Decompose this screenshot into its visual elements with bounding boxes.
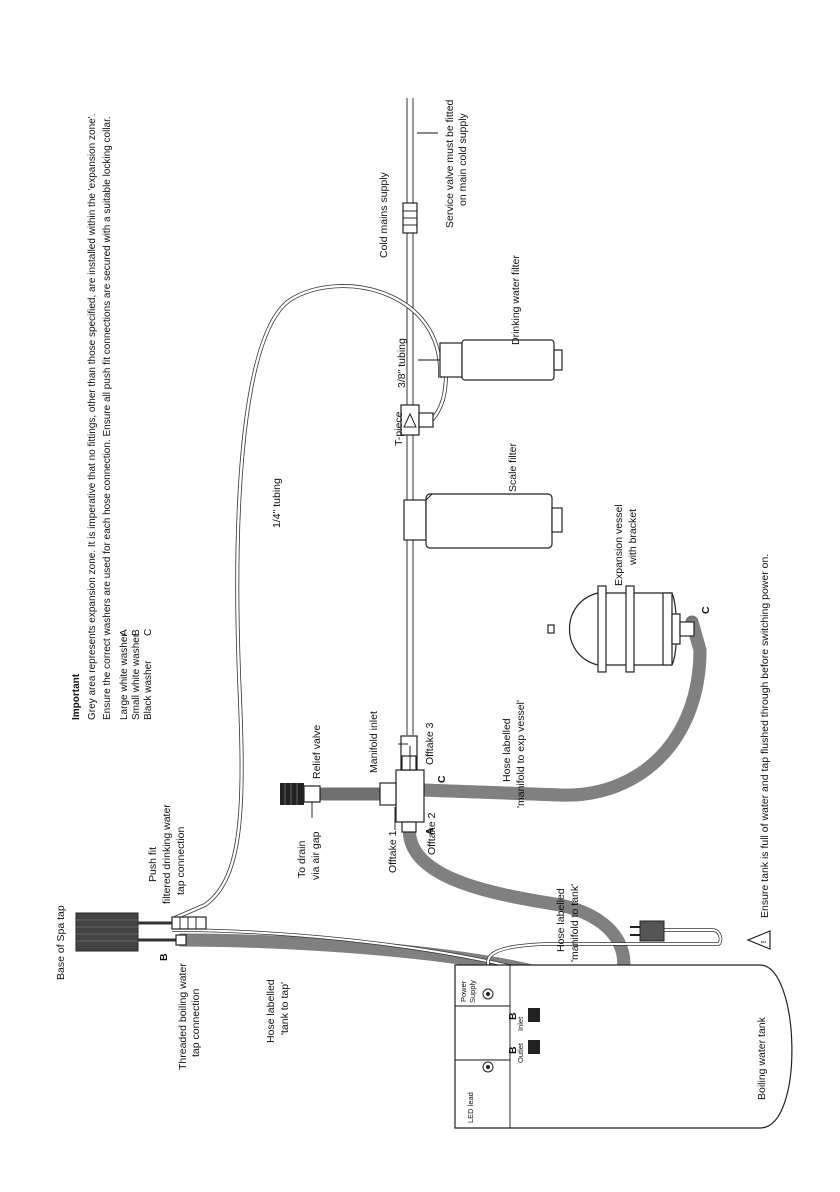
expansion-vessel-label-2: with bracket bbox=[627, 509, 639, 566]
warning-icon bbox=[746, 930, 771, 950]
three-eighths-tubing bbox=[430, 371, 448, 422]
threaded-connection-label-2: tap connection bbox=[190, 989, 202, 1057]
scale-filter-label: Scale filter bbox=[507, 442, 519, 492]
washer-large-code: A bbox=[119, 629, 130, 636]
hose-manifold-to-tank-label-1: Hose labelled bbox=[555, 888, 567, 952]
led-lead-label: LED lead bbox=[466, 1092, 475, 1123]
threaded-connector bbox=[138, 934, 187, 946]
washer-code-c-vessel: C bbox=[700, 606, 712, 614]
boiling-water-tank bbox=[454, 964, 793, 1129]
warning-text: Ensure tank is full of water and tap flu… bbox=[759, 554, 771, 918]
offtake1-label: Offtake 1 bbox=[387, 830, 399, 873]
washer-small-code: B bbox=[131, 629, 142, 636]
power-supply-label-2: Supply bbox=[468, 980, 477, 1003]
relief-valve bbox=[280, 783, 321, 818]
hose-manifold-to-exp-label-2: 'manifold to exp vessel' bbox=[515, 700, 527, 808]
three-eighths-tubing-label: 3/8" tubing bbox=[396, 338, 408, 388]
expansion-vessel-label-1: Expansion vessel bbox=[613, 504, 625, 586]
notes-title: Important bbox=[71, 673, 82, 720]
service-valve bbox=[402, 202, 418, 234]
cold-mains-label: Cold mains supply bbox=[378, 171, 390, 258]
push-fit-label-2: filtered drinking water bbox=[161, 804, 173, 904]
washer-small-name: Small white washer bbox=[131, 633, 142, 720]
power-supply-label-1: Power bbox=[459, 980, 468, 1002]
hose-manifold-to-exp-vessel bbox=[415, 615, 707, 802]
t-piece-label: T-piece bbox=[393, 411, 405, 446]
spa-tap-base bbox=[75, 912, 139, 952]
push-fit-connector bbox=[138, 916, 207, 930]
warning-symbol: ! bbox=[759, 941, 768, 944]
t-piece bbox=[400, 404, 434, 436]
drinking-water-filter bbox=[418, 339, 563, 381]
expansion-vessel bbox=[547, 585, 695, 673]
notes-line2: Ensure the correct washers are used for … bbox=[102, 116, 113, 720]
offtake2-label: Offtake 2 bbox=[426, 812, 438, 855]
hose-tank-to-tap-label-1: Hose labelled bbox=[265, 979, 277, 1043]
scale-filter bbox=[403, 493, 563, 549]
washer-black-name: Black washer bbox=[143, 660, 154, 720]
service-valve-label-2: on main cold supply bbox=[457, 112, 469, 206]
washer-black-code: C bbox=[143, 629, 154, 636]
drinking-filter-label: Drinking water filter bbox=[510, 255, 522, 345]
washer-code-a: A bbox=[424, 827, 436, 835]
threaded-connection-label-1: Threaded boiling water bbox=[177, 963, 189, 1070]
quarter-tubing-label: 1/4" tubing bbox=[271, 478, 283, 528]
outlet-label: Outlet bbox=[516, 1042, 525, 1063]
inlet-label: Inlet bbox=[516, 1016, 525, 1031]
washer-code-b-outlet: B bbox=[507, 1046, 519, 1054]
push-fit-label-3: tap connection bbox=[175, 827, 187, 895]
to-drain-label-2: via air gap bbox=[310, 831, 322, 880]
hose-tank-to-tap-label-2: 'tank to tap' bbox=[279, 982, 291, 1035]
washer-code-b-tap: B bbox=[158, 953, 170, 961]
manifold-inlet-label: Manifold inlet bbox=[368, 711, 380, 773]
relief-valve-label: Relief valve bbox=[311, 725, 323, 779]
notes-line1: Grey area represents expansion zone. It … bbox=[87, 114, 98, 720]
boiling-tank-label: Boiling water tank bbox=[756, 1016, 768, 1100]
service-valve-label-1: Service valve must be fitted bbox=[444, 99, 456, 228]
push-fit-label-1: Push fit bbox=[147, 847, 159, 882]
to-drain-label-1: To drain bbox=[296, 840, 308, 878]
washer-large-name: Large white washer bbox=[119, 633, 130, 720]
base-of-tap-label: Base of Spa tap bbox=[55, 905, 67, 980]
washer-code-b-inlet: B bbox=[507, 1012, 519, 1020]
manifold bbox=[379, 735, 425, 833]
hose-manifold-to-exp-label-1: Hose labelled bbox=[501, 718, 513, 782]
power-plug bbox=[630, 920, 665, 942]
hose-manifold-to-tank-label-2: 'manifold to tank' bbox=[569, 884, 581, 962]
important-notes: Important Grey area represents expansion… bbox=[71, 114, 154, 720]
quarter-inch-tubing bbox=[174, 284, 443, 920]
washer-code-c-manifold: C bbox=[436, 775, 448, 783]
offtake3-label: Offtake 3 bbox=[424, 722, 436, 765]
